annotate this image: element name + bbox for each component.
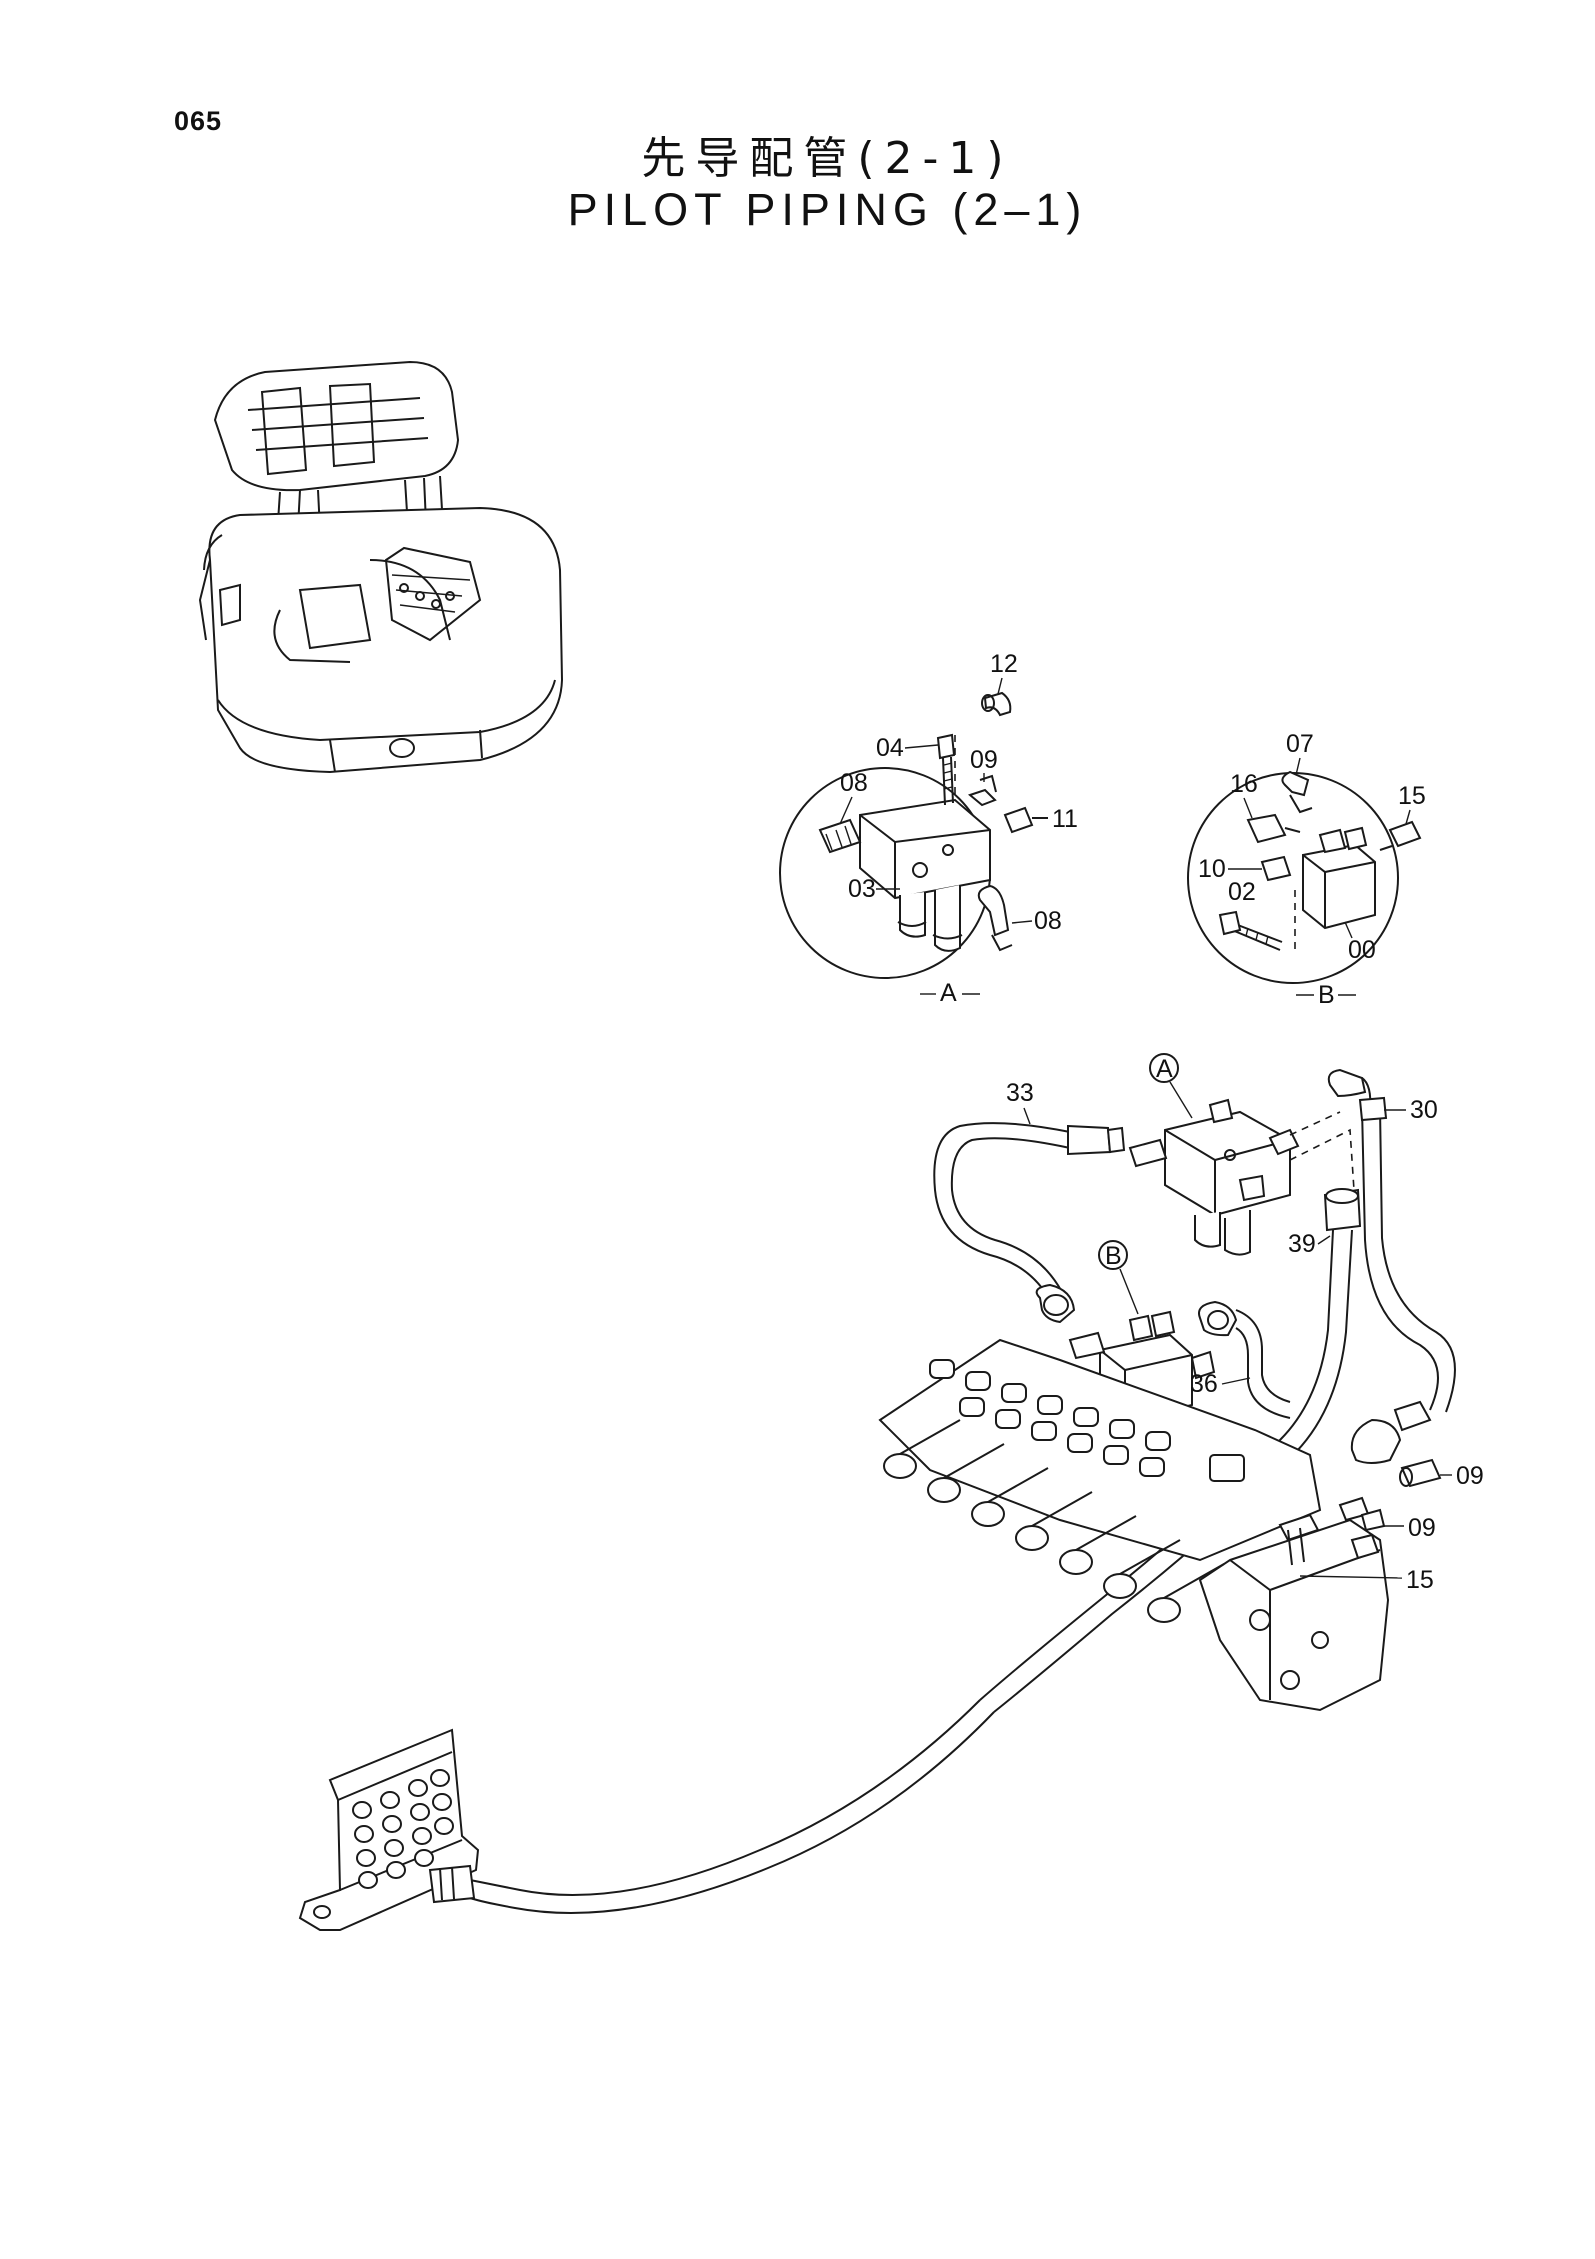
callout-30: 30 — [1410, 1096, 1438, 1124]
detail-b-callouts: 07 16 15 10 02 00 B — [1198, 730, 1426, 1009]
callout-a-09: 09 — [970, 746, 998, 774]
pilot-port-bracket — [298, 1728, 480, 1931]
page-title-cn: 先导配管(2-1) — [641, 133, 1014, 184]
page-title-en: PILOT PIPING (2–1) — [567, 184, 1088, 235]
callout-a-08-left: 08 — [840, 769, 868, 797]
callout-b-10: 10 — [1198, 855, 1226, 883]
callout-a-11: 11 — [1052, 805, 1078, 833]
callout-09-upper: 09 — [1456, 1462, 1484, 1490]
machine-overview-illustration — [198, 360, 564, 774]
marker-a: A — [1156, 1055, 1173, 1083]
callout-b-16: 16 — [1230, 770, 1258, 798]
callout-b-15: 15 — [1398, 782, 1426, 810]
callout-a-12: 12 — [990, 650, 1018, 678]
callout-a-04: 04 — [876, 734, 904, 762]
callout-a-08-bottom: 08 — [1034, 907, 1062, 935]
callout-15: 15 — [1406, 1566, 1434, 1594]
callout-b-00: 00 — [1348, 936, 1376, 964]
detail-b-label: B — [1318, 981, 1335, 1009]
main-assembly: A B — [298, 1053, 1456, 1931]
detail-a-inset — [779, 691, 1048, 979]
callout-a-03: 03 — [848, 875, 876, 903]
detail-a-label: A — [940, 979, 957, 1007]
callout-09-lower: 09 — [1408, 1514, 1436, 1542]
callout-39: 39 — [1288, 1230, 1316, 1258]
marker-b: B — [1105, 1242, 1122, 1270]
callout-b-07: 07 — [1286, 730, 1314, 758]
detail-a-callouts: 12 04 09 08 11 03 08 A — [839, 650, 1078, 1007]
detail-b-inset — [1187, 770, 1422, 984]
main-assembly-callouts: 33 30 39 36 09 09 15 — [1006, 1079, 1484, 1594]
callout-b-02: 02 — [1228, 878, 1256, 906]
callout-36: 36 — [1190, 1370, 1218, 1398]
page-number: 065 — [174, 106, 223, 136]
callout-33: 33 — [1006, 1079, 1034, 1107]
